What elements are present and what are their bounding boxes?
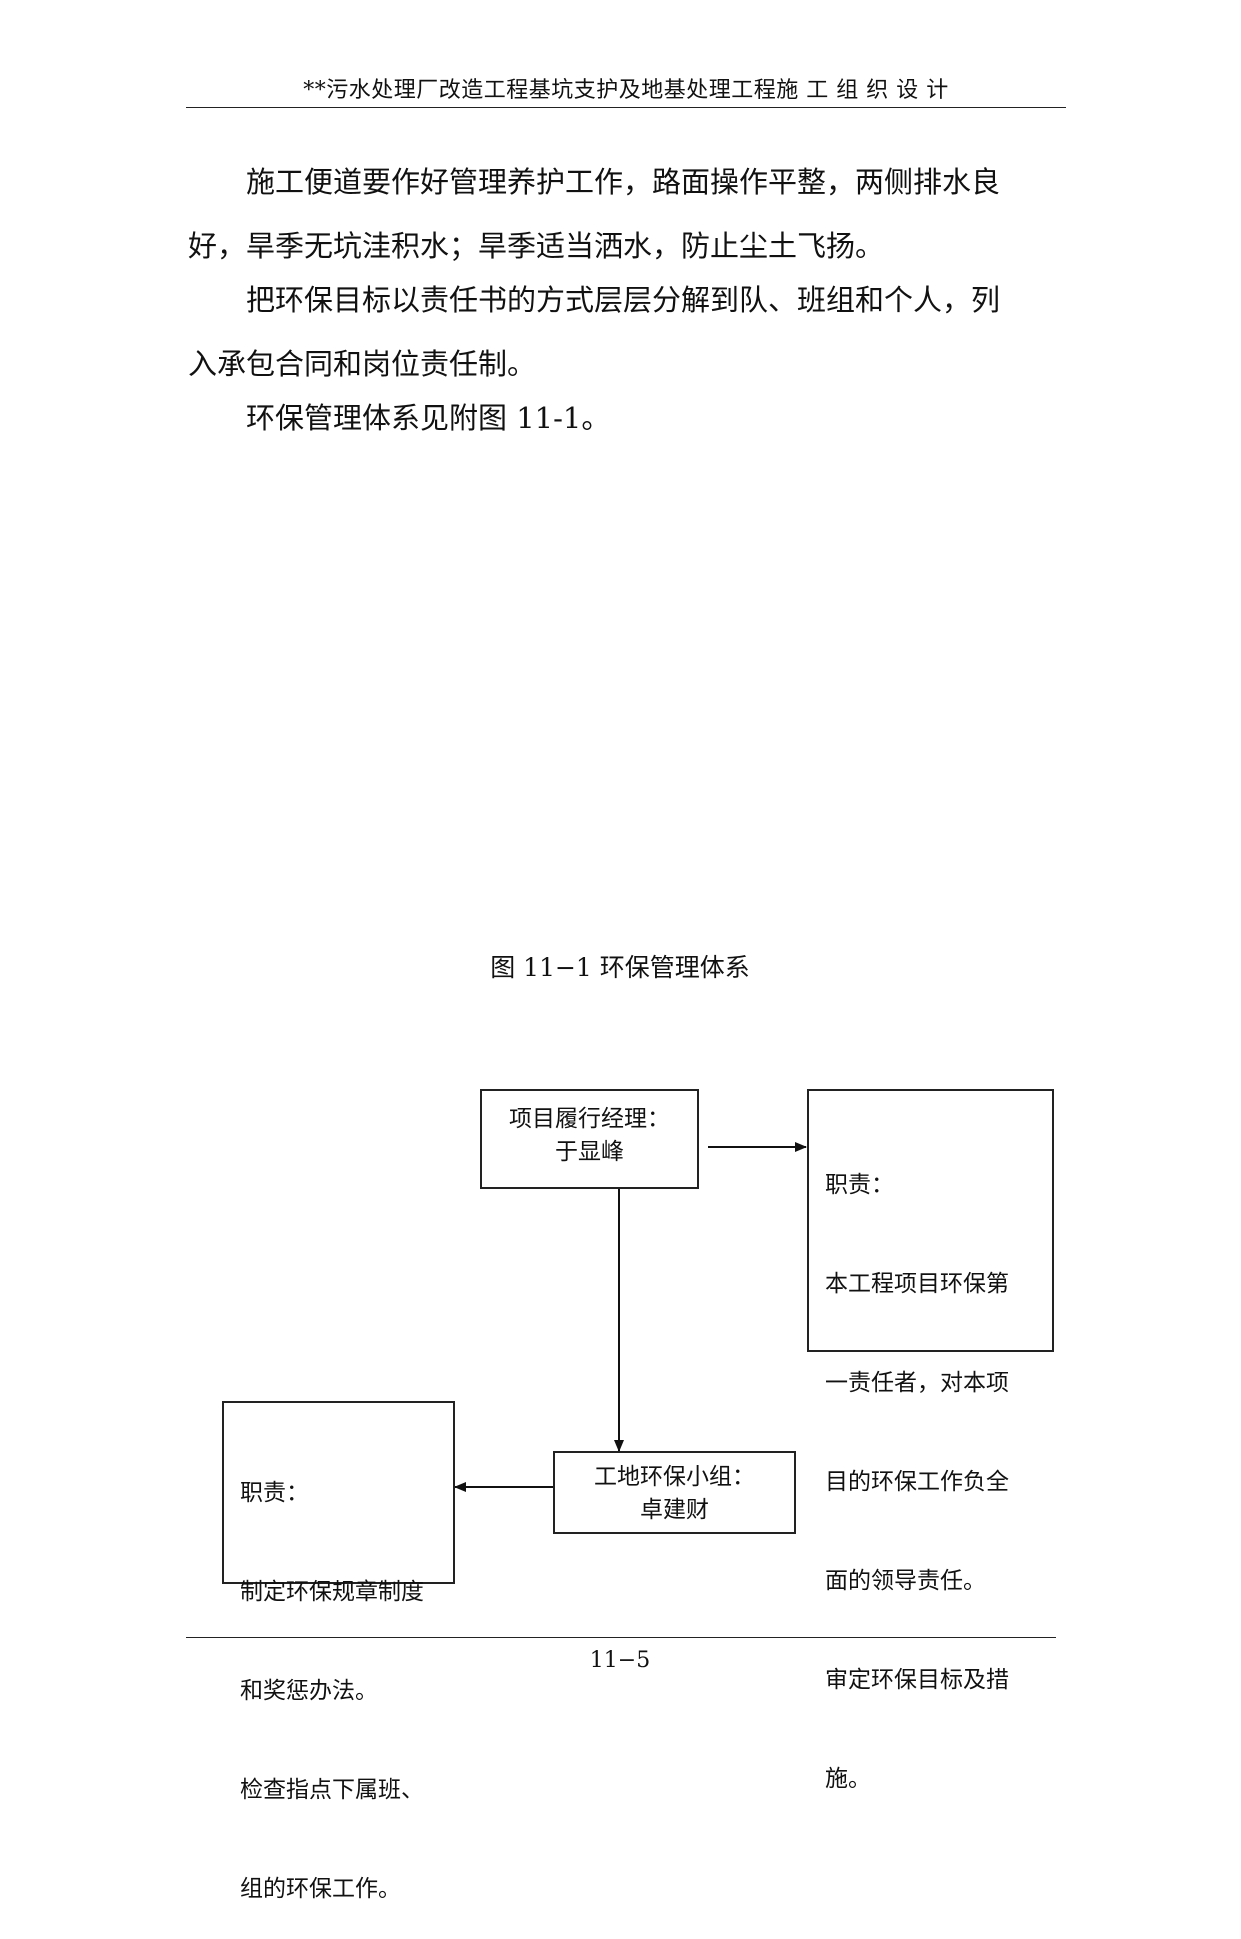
- duty-line: 施。: [825, 1766, 871, 1792]
- paragraph-responsibility: 把环保目标以责任书的方式层层分解到队、班组和个人，列 入承包合同和岗位责任制。: [188, 268, 1058, 396]
- header-rule: [186, 107, 1066, 108]
- paragraph-road-maintenance: 施工便道要作好管理养护工作，路面操作平整，两侧排水良 好，旱季无坑洼积水；旱季适…: [188, 150, 1058, 278]
- manager-box-name: 于显峰: [555, 1139, 624, 1165]
- paragraph-line: 环保管理体系见附图 11-1。: [246, 401, 611, 435]
- figure-caption: 图 11−1 环保管理体系: [490, 953, 750, 982]
- group-box-title: 工地环保小组：: [594, 1464, 755, 1490]
- paragraph-line: 施工便道要作好管理养护工作，路面操作平整，两侧排水良: [246, 165, 1001, 199]
- duty-line: 组的环保工作。: [240, 1876, 401, 1902]
- group-box-name: 卓建财: [640, 1497, 709, 1523]
- duty-line: 面的领导责任。: [825, 1568, 986, 1594]
- duty-line: 和奖惩办法。: [240, 1678, 378, 1704]
- footer-rule: [186, 1637, 1056, 1638]
- manager-box-title: 项目履行经理：: [509, 1106, 670, 1132]
- manager-duty-box: 职责： 本工程项目环保第 一责任者，对本项 目的环保工作负全 面的领导责任。 审…: [807, 1089, 1054, 1792]
- manager-box: 项目履行经理： 于显峰: [480, 1089, 699, 1189]
- page-header-title: **污水处理厂改造工程基坑支护及地基处理工程施 工 组 织 设 计: [303, 78, 949, 103]
- duty-line: 本工程项目环保第: [825, 1271, 1009, 1297]
- paragraph-line: 把环保目标以责任书的方式层层分解到队、班组和个人，列: [246, 283, 1001, 317]
- duty-line: 职责：: [825, 1172, 894, 1198]
- paragraph-line: 好，旱季无坑洼积水；旱季适当洒水，防止尘土飞扬。: [188, 229, 885, 263]
- paragraph-line: 入承包合同和岗位责任制。: [188, 347, 537, 381]
- diagram-connectors: [454, 1142, 807, 1492]
- duty-line: 检查指点下属班、: [240, 1777, 424, 1803]
- duty-line: 一责任者，对本项: [825, 1370, 1009, 1396]
- duty-line: 职责：: [240, 1480, 309, 1506]
- duty-line: 审定环保目标及措: [825, 1667, 1009, 1693]
- duty-line: 制定环保规章制度: [240, 1579, 424, 1605]
- duty-line: 目的环保工作负全: [825, 1469, 1009, 1495]
- paragraph-figure-reference: 环保管理体系见附图 11-1。: [188, 386, 1058, 450]
- page-number: 11−5: [589, 1648, 651, 1673]
- group-box: 工地环保小组： 卓建财: [553, 1451, 796, 1534]
- group-duty-box: 职责： 制定环保规章制度 和奖惩办法。 检查指点下属班、 组的环保工作。: [222, 1401, 455, 1902]
